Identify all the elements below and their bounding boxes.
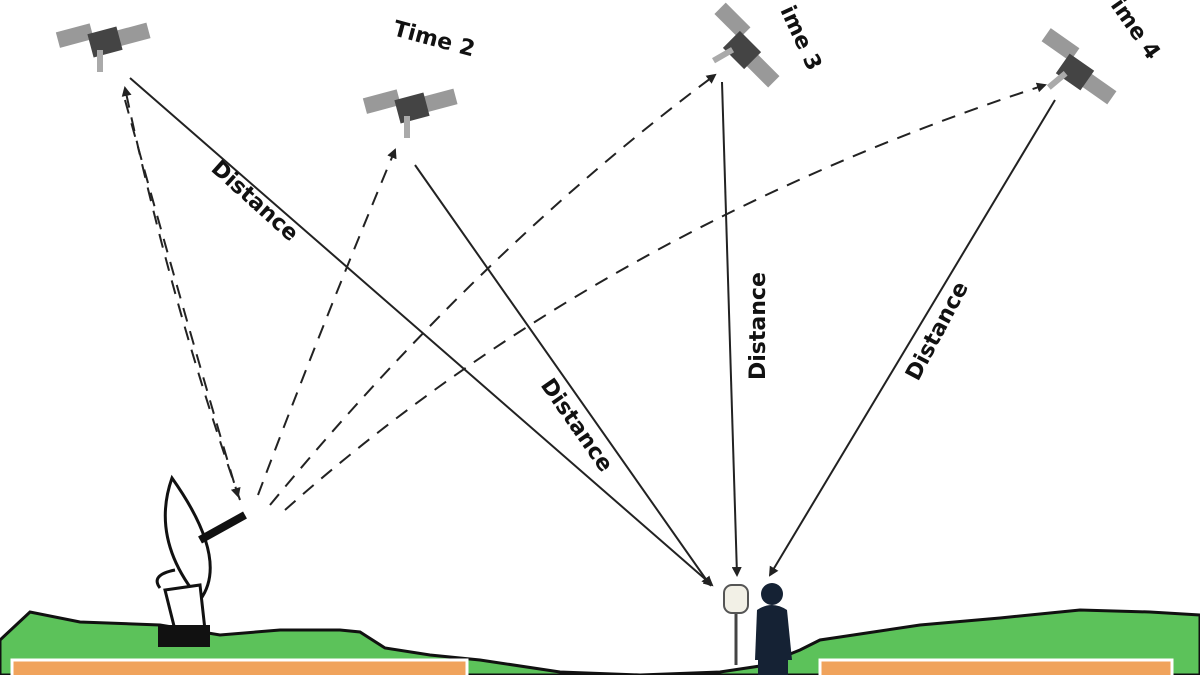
- satellite-icon: [55, 22, 151, 72]
- distance-label-1: Distance: [206, 156, 303, 247]
- right-panel: [818, 658, 1174, 675]
- gnss-receiver-icon: [723, 584, 749, 665]
- satellite-icon: [362, 88, 458, 138]
- person-icon: [755, 583, 792, 675]
- distance-label-3: Distance: [746, 272, 771, 380]
- distance-line-2: [414, 164, 712, 587]
- signal-line-2: [257, 148, 397, 496]
- time-2-label: Time 2: [390, 17, 477, 63]
- signal-line-4: [284, 82, 1047, 511]
- dish-antenna-icon: [155, 474, 247, 647]
- satellite-icon: [691, 0, 782, 105]
- distance-line-3: [721, 81, 742, 577]
- satellite-icon: [1020, 21, 1120, 127]
- distance-line-1: [129, 77, 714, 587]
- time-3-label: ime 3: [775, 2, 827, 75]
- left-panel: [10, 658, 469, 675]
- signal-line-1b: [124, 99, 241, 498]
- distance-line-4: [768, 99, 1056, 577]
- signal-line-3: [269, 73, 717, 506]
- distance-label-2: Distance: [535, 374, 617, 477]
- time-4-label: ime 4: [1105, 0, 1165, 64]
- signal-line-1: [121, 86, 241, 501]
